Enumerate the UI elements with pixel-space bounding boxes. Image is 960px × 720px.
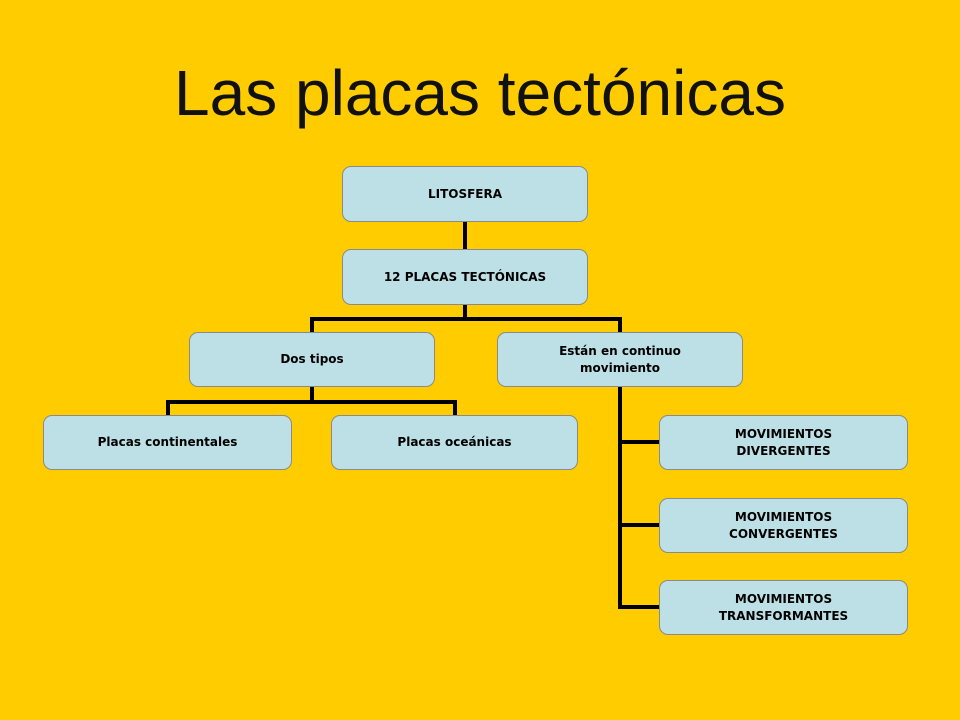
node-divergentes-label: MOVIMIENTOS DIVERGENTES: [734, 426, 833, 458]
slide-title: Las placas tectónicas: [174, 57, 786, 129]
node-litosfera: LITOSFERA: [342, 166, 588, 222]
node-movimientos-transformantes: MOVIMIENTOS TRANSFORMANTES: [659, 580, 908, 635]
node-dos-tipos-label: Dos tipos: [280, 352, 344, 366]
node-12-placas-tectonicas: 12 PLACAS TECTÓNICAS: [342, 249, 588, 305]
node-litosfera-label: LITOSFERA: [427, 186, 503, 201]
node-estan-en-continuo-movimiento: Están en continuo movimiento: [497, 332, 743, 387]
node-12-placas-label: 12 PLACAS TECTÓNICAS: [383, 269, 547, 284]
node-convergentes-label: MOVIMIENTOS CONVERGENTES: [729, 509, 838, 541]
node-dos-tipos: Dos tipos: [189, 332, 435, 387]
node-continentales-label: Placas continentales: [97, 435, 238, 449]
node-estan-label: Están en continuo movimiento: [559, 343, 681, 375]
node-oceanicas-label: Placas oceánicas: [397, 435, 512, 449]
node-transformantes-label: MOVIMIENTOS TRANSFORMANTES: [718, 591, 849, 623]
node-movimientos-divergentes: MOVIMIENTOS DIVERGENTES: [659, 415, 908, 470]
node-movimientos-convergentes: MOVIMIENTOS CONVERGENTES: [659, 498, 908, 553]
node-placas-continentales: Placas continentales: [43, 415, 292, 470]
node-placas-oceanicas: Placas oceánicas: [331, 415, 578, 470]
